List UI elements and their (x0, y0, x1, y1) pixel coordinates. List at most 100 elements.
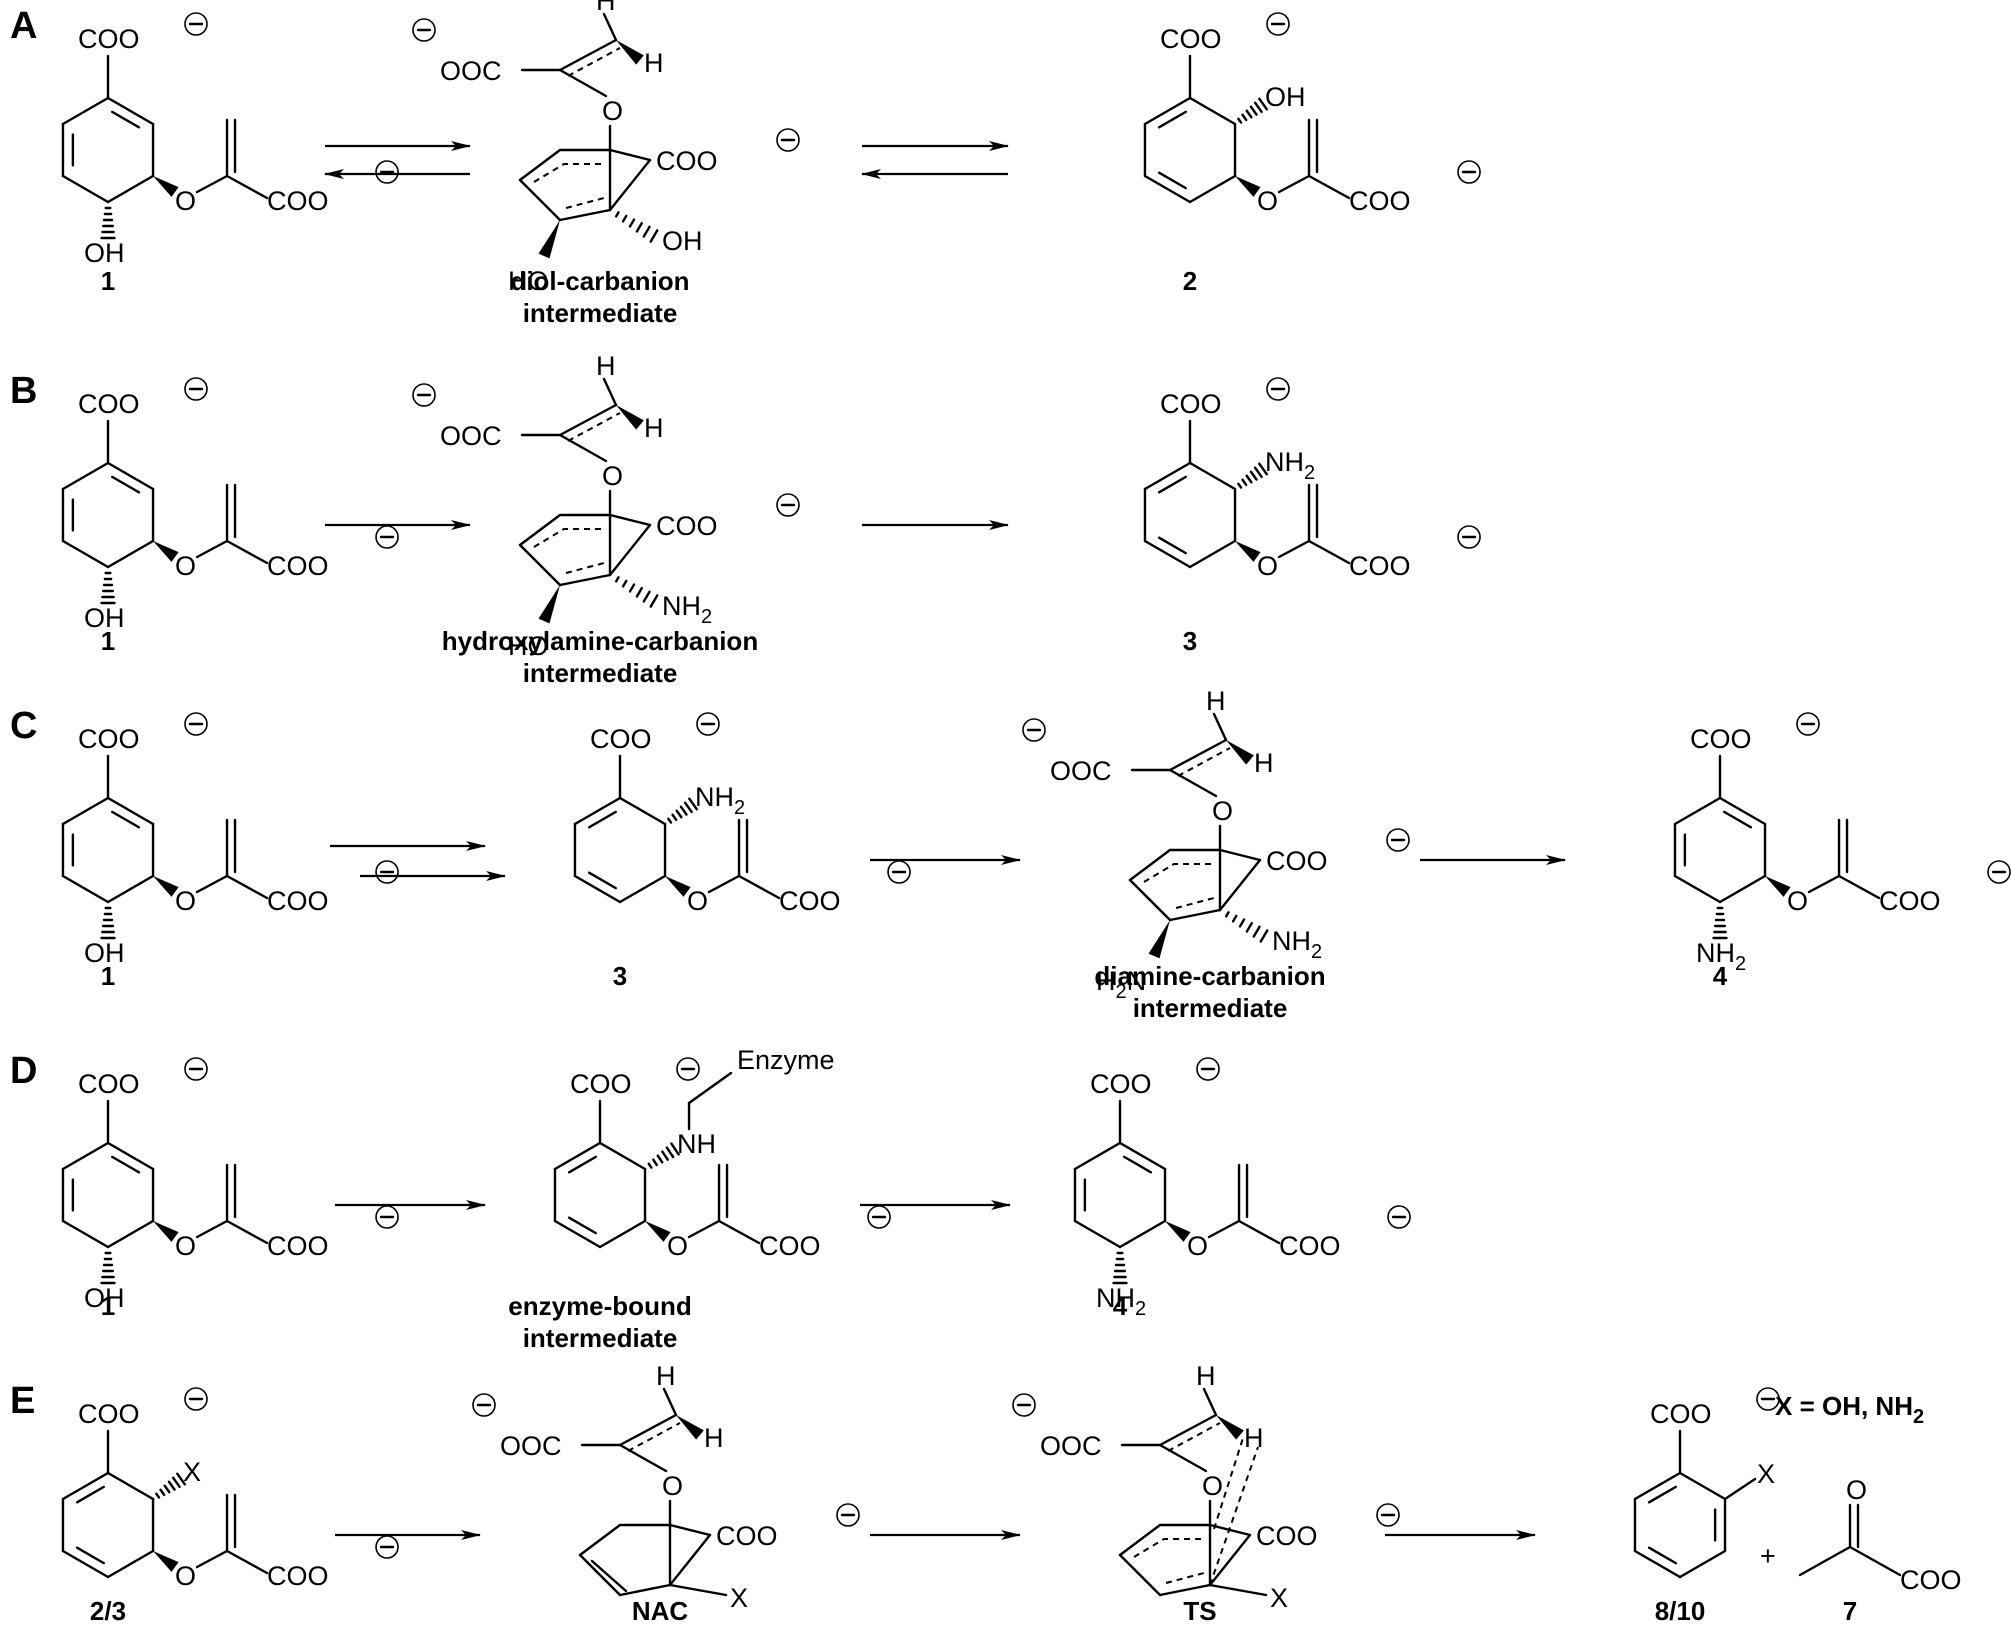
substituent-x-label: X (730, 1583, 748, 1613)
compound-label: 1 (101, 626, 115, 656)
carboxylate-label: COO (78, 1399, 140, 1429)
carboxylate-label: COO (570, 1069, 632, 1099)
carboxylate-label: COO (78, 724, 140, 754)
wedge-bond (1148, 920, 1170, 959)
amine-label: NH (677, 1129, 716, 1159)
carboxylate-label: COO (1349, 551, 1411, 581)
carboxylate-label: COO (590, 724, 652, 754)
compound-label: TS (1183, 1596, 1216, 1626)
hydroxyl-label: HO (508, 266, 549, 296)
compound-label: 2/3 (90, 1596, 126, 1626)
compound-label: hydroxylamine-carbanion (442, 626, 758, 656)
compound-label: 7 (1843, 1596, 1857, 1626)
substituent-note: X = OH, NH2 (1775, 1391, 1924, 1428)
carboxylate-label: COO (267, 1561, 329, 1591)
ring-substituent-label: NH2 (1696, 938, 1746, 975)
carboxylate-label: OOC (1040, 1431, 1102, 1461)
compound-label: 4 (1713, 961, 1728, 991)
oxygen-label: O (1187, 1231, 1208, 1261)
carboxylate-label: OOC (500, 1431, 562, 1461)
oxygen-label: O (687, 886, 708, 916)
hydrogen-label: H (704, 1423, 724, 1453)
negative-charge-icon (1796, 712, 1820, 736)
substituent-x-label: NH2 (1265, 447, 1315, 484)
negative-charge-icon (1266, 377, 1290, 401)
carboxylate-label: COO (1650, 1399, 1712, 1429)
substituent-x-label: OH (1265, 82, 1306, 112)
hydrogen-label: H (596, 0, 616, 16)
negative-charge-icon (375, 1205, 399, 1229)
negative-charge-icon (375, 1535, 399, 1559)
carboxylate-label: COO (78, 389, 140, 419)
carboxylate-label: COO (1279, 1231, 1341, 1261)
enzyme-label: Enzyme (737, 1045, 835, 1075)
wedge-bond (1226, 740, 1254, 765)
hydrogen-label: H (1254, 748, 1274, 778)
hydrogen-label: H (656, 1361, 676, 1391)
negative-charge-icon (375, 525, 399, 549)
negative-charge-icon (472, 1393, 496, 1417)
substituent-x-label: NH2 (1272, 926, 1322, 963)
wedge-bond (538, 220, 560, 259)
wedge-bond (676, 1415, 704, 1440)
panel-letter: C (10, 705, 37, 747)
oxygen-label: O (662, 1471, 683, 1501)
negative-charge-icon (184, 1057, 208, 1081)
wedge-bond (665, 876, 691, 897)
carboxylate-label: COO (656, 146, 718, 176)
hydrogen-label: H (1196, 1361, 1216, 1391)
carboxylate-label: OOC (1050, 756, 1112, 786)
carboxylate-label: COO (1690, 724, 1752, 754)
negative-charge-icon (375, 860, 399, 884)
carboxylate-label: COO (267, 1231, 329, 1261)
negative-charge-icon (1386, 828, 1410, 852)
carboxylate-label: COO (1349, 186, 1411, 216)
panel-letter: D (10, 1050, 37, 1092)
carboxylate-label: COO (1266, 846, 1328, 876)
carboxylate-label: COO (1256, 1521, 1318, 1551)
negative-charge-icon (887, 860, 911, 884)
oxygen-label: O (602, 461, 623, 491)
compound-label: 3 (613, 961, 627, 991)
substituent-x-label: X (1757, 1459, 1775, 1489)
wedge-bond (616, 40, 644, 65)
oxygen-label: O (1787, 886, 1808, 916)
negative-charge-icon (867, 1205, 891, 1229)
compound-label: diamine-carbanion (1094, 961, 1325, 991)
carboxylate-label: COO (716, 1521, 778, 1551)
negative-charge-icon (836, 1503, 860, 1527)
substituent-x-label: OH (662, 226, 703, 256)
oxygen-label: O (175, 886, 196, 916)
hydrogen-label: H (596, 351, 616, 381)
hydrogen-label: H (644, 413, 664, 443)
negative-charge-icon (184, 12, 208, 36)
carboxylate-label: COO (267, 186, 329, 216)
negative-charge-icon (1987, 860, 2011, 884)
carboxylate-label: COO (1879, 886, 1941, 916)
negative-charge-icon (184, 377, 208, 401)
compound-label: 3 (1183, 626, 1197, 656)
negative-charge-icon (776, 128, 800, 152)
ring-substituent-label: OH (84, 603, 125, 633)
carboxylate-label: COO (1900, 1565, 1962, 1595)
plus-sign: + (1760, 1541, 1776, 1571)
negative-charge-icon (1457, 160, 1481, 184)
wedge-bond (538, 585, 560, 624)
compound-label: 1 (101, 266, 115, 296)
panel-letter: E (10, 1380, 35, 1422)
hydroxyl-label: HO (508, 631, 549, 661)
amine-label: H2N (1096, 966, 1146, 1003)
